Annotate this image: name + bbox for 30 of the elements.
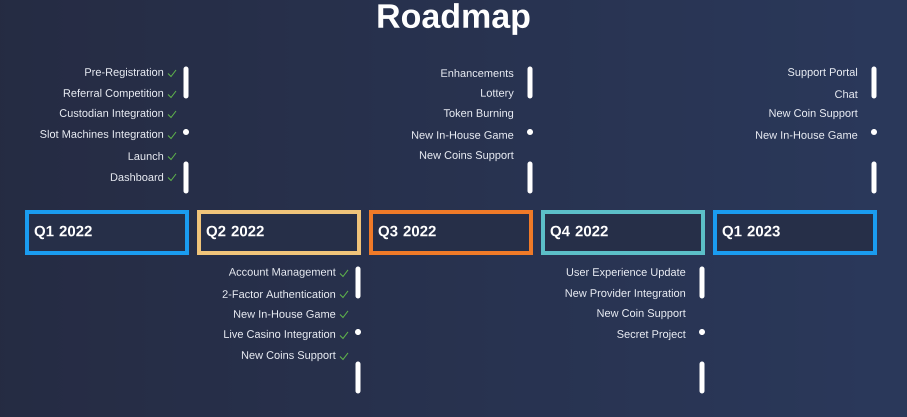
- quarter-box: Q4 2022: [541, 210, 705, 255]
- roadmap-item: New Coins Support: [420, 150, 514, 162]
- roadmap-item: Secret Project: [617, 330, 686, 340]
- quarter-box: Q3 2022: [369, 210, 533, 255]
- roadmap-item: New Coin Support: [597, 308, 686, 320]
- roadmap-item: New In-House Game: [234, 310, 336, 318]
- quarter-box: Q2 2022: [197, 210, 361, 255]
- quarter-box: Q1 2023: [713, 210, 877, 255]
- roadmap-item: New In-House Game: [756, 131, 858, 139]
- roadmap-item: Referral Competition: [64, 88, 164, 100]
- roadmap-item: Account Management: [228, 268, 336, 278]
- roadmap-item: Enhancements: [441, 68, 514, 78]
- roadmap-item: User Experience Update: [566, 268, 686, 278]
- roadmap-item: Token Burning: [444, 108, 514, 120]
- roadmap-item: Live Casino Integration: [224, 330, 336, 340]
- roadmap-item: New Coins Support: [242, 350, 336, 362]
- title: Roadmap: [378, 3, 530, 35]
- roadmap-item: New Provider Integration: [566, 288, 686, 300]
- roadmap-item: New In-House Game: [412, 131, 514, 139]
- roadmap-item: Support Portal: [788, 68, 858, 78]
- roadmap-item: Custodian Integration: [60, 108, 164, 120]
- roadmap-item: Lottery: [481, 89, 514, 99]
- roadmap-item: 2-Factor Authentication: [222, 290, 336, 298]
- roadmap-item: Pre-Registration: [85, 68, 164, 78]
- roadmap-item: New Coin Support: [769, 108, 858, 120]
- roadmap-item: Launch: [128, 152, 164, 160]
- roadmap-item: Dashboard: [110, 172, 164, 182]
- roadmap-item: Slot Machines Integration: [40, 130, 164, 140]
- quarter-box: Q1 2022: [25, 210, 190, 255]
- roadmap-item: Chat: [835, 90, 858, 98]
